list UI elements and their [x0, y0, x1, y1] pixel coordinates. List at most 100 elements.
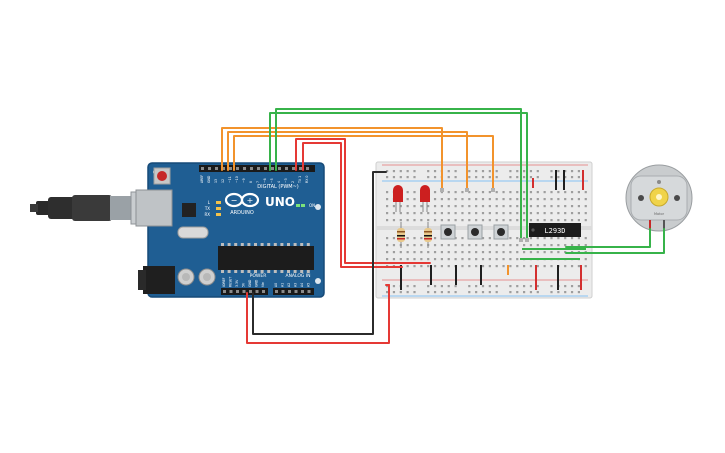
pin-label: ~11: [228, 176, 232, 183]
wire-motor-a: [565, 228, 651, 248]
svg-text:+: +: [247, 196, 254, 205]
usb-jack: [135, 189, 173, 227]
wire-gnd: [252, 171, 387, 335]
header-pin[interactable]: [262, 290, 265, 293]
header-pin[interactable]: [299, 167, 302, 170]
reset-button[interactable]: [153, 167, 171, 185]
atmega-chip: [218, 243, 314, 273]
header-pin[interactable]: [229, 167, 232, 170]
pin-label: IOREF: [222, 277, 226, 287]
pin-label: ~10: [235, 176, 239, 183]
led-label-rx: RX: [204, 212, 210, 217]
led-label-tx: TX: [204, 206, 210, 211]
wire-endpoints: [440, 188, 529, 242]
header-pin[interactable]: [229, 290, 233, 293]
pin-label: A5: [307, 283, 311, 287]
on-label: ON: [309, 203, 315, 208]
resistor-2: [424, 222, 432, 248]
center-channel: [376, 226, 592, 230]
header-pin[interactable]: [264, 167, 267, 170]
header-pin[interactable]: [271, 167, 274, 170]
digital-header-label: DIGITAL (PWM~): [257, 184, 299, 190]
pushbutton-3[interactable]: [493, 224, 509, 240]
header-pin[interactable]: [292, 167, 295, 170]
header-pin[interactable]: [285, 167, 288, 170]
header-pin[interactable]: [201, 167, 204, 170]
svg-text:−: −: [231, 196, 238, 205]
pin-label: ~3: [284, 178, 288, 183]
led-label-l: L: [208, 200, 211, 205]
pin-label: GND: [255, 279, 259, 287]
wire-green-1: [269, 112, 528, 241]
header-pin[interactable]: [281, 290, 285, 293]
dc-motor[interactable]: Motor: [625, 164, 693, 232]
resistor-1: [397, 222, 405, 248]
pin-label: 4: [277, 181, 281, 183]
header-pin[interactable]: [257, 167, 260, 170]
wire-orange-2: [227, 131, 468, 191]
header-pin[interactable]: [236, 167, 239, 170]
wire-orange-1: [221, 127, 443, 191]
header-pin[interactable]: [294, 290, 298, 293]
wire-motor-b: [565, 228, 665, 254]
wires: [221, 108, 665, 344]
pin-label: A4: [300, 283, 304, 287]
pin-label: ~5: [270, 178, 274, 183]
header-pin[interactable]: [215, 167, 218, 170]
pin-label: ~9: [242, 178, 246, 183]
header-pin[interactable]: [301, 290, 304, 293]
pin-label: 7: [256, 181, 260, 183]
pin-label: RX 0: [305, 176, 309, 183]
header-pin[interactable]: [275, 290, 278, 293]
onboard-leds: L TX RX ON: [204, 200, 315, 217]
l293d-chip[interactable]: L293D: [529, 223, 581, 237]
led-2[interactable]: [420, 185, 430, 212]
wire-5v: [246, 284, 390, 344]
pin-label: A2: [287, 283, 291, 287]
crystal: [177, 226, 209, 239]
pushbutton-1[interactable]: [440, 224, 456, 240]
pin-label: GND: [248, 279, 252, 287]
pin-label: AREF: [200, 175, 204, 183]
header-pin[interactable]: [208, 167, 211, 170]
capacitors: [177, 268, 216, 286]
header-pin[interactable]: [242, 290, 246, 293]
header-pin[interactable]: [222, 167, 225, 170]
header-pin[interactable]: [307, 290, 311, 293]
motor-label: Motor: [654, 212, 665, 216]
pin-label: ~6: [263, 178, 267, 183]
pin-label: GND: [207, 175, 211, 183]
analog-header-label: ANALOG IN: [285, 273, 310, 279]
header-pin[interactable]: [223, 290, 226, 293]
pin-label: RESET: [229, 277, 233, 287]
led-1[interactable]: [393, 185, 403, 212]
header-pin[interactable]: [236, 290, 239, 293]
pin-label: 12: [221, 179, 225, 183]
breadboard-jumpers: [400, 170, 586, 290]
pin-label: 8: [249, 181, 253, 183]
header-pin[interactable]: [255, 290, 259, 293]
pin-label: 13: [214, 179, 218, 183]
board-logo-text: ARDUINO: [230, 210, 254, 216]
power-header-label: POWER: [250, 273, 267, 279]
pin-label: TX 1: [298, 176, 302, 184]
pin-label: Vin: [261, 282, 265, 287]
header-pin[interactable]: [249, 290, 252, 293]
header-pin[interactable]: [250, 167, 253, 170]
header-pin[interactable]: [306, 167, 309, 170]
dc-power-jack: [138, 266, 175, 294]
header-pin[interactable]: [243, 167, 246, 170]
pin-label: A3: [294, 283, 298, 287]
board-model: UNO: [265, 195, 295, 209]
pin-label: 5V: [242, 282, 246, 287]
pin-label: A1: [281, 283, 285, 287]
header-pin[interactable]: [278, 167, 281, 170]
pushbutton-2[interactable]: [467, 224, 483, 240]
header-pin[interactable]: [288, 290, 291, 293]
